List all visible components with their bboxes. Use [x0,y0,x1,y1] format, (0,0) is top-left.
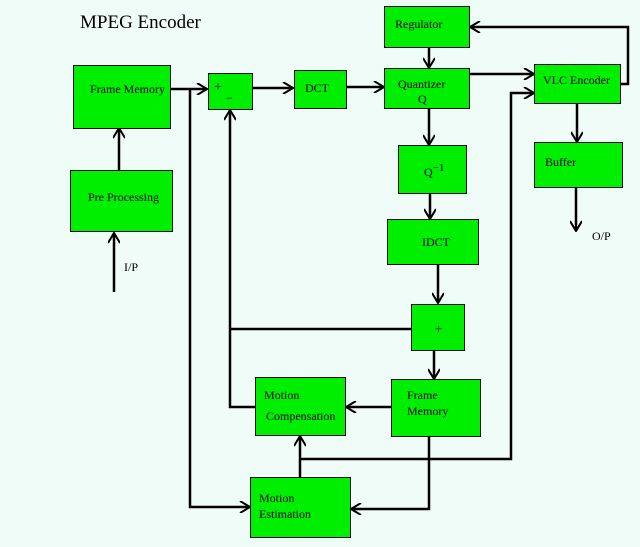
inverse-q-exponent: −1 [432,162,445,174]
dct-label: DCT [305,81,329,95]
vlc-encoder-label: VLC Encoder [543,73,610,87]
quantizer-block[interactable]: Quantizer Q [384,68,470,109]
inverse-quantizer-label: Q−1 [424,162,444,180]
motion-estimation-block[interactable]: Motion Estimation [250,477,351,538]
dct-block[interactable]: DCT [294,70,347,109]
buffer-label: Buffer [545,155,577,169]
buffer-block[interactable]: Buffer [534,142,623,188]
idct-block[interactable]: IDCT [387,219,479,265]
wire-motion-vectors-to-vlc [300,93,534,461]
motion-estimation-label-line1: Motion [259,491,295,505]
frame-memory-loop-label-line2: Memory [407,404,449,418]
idct-label: IDCT [422,235,450,249]
input-label: I/P [124,260,139,274]
quantizer-label-line1: Quantizer [398,77,446,91]
frame-memory-loop-block[interactable]: Frame Memory [391,379,481,437]
minus-sign: − [226,91,233,105]
frame-memory-input-label: Frame Memory [90,82,165,96]
output-label: O/P [592,229,611,243]
pre-processing-block[interactable]: Pre Processing [70,170,173,232]
plus-sign: + [214,80,222,95]
wire-vlc-to-regulator [470,27,630,86]
motion-estimation-label-line2: Estimation [259,507,311,521]
wire-frame-memory-to-motion-estimation [188,89,250,507]
adder-block[interactable]: + [411,304,465,351]
wire-frame-memory-to-motion-est [351,436,431,509]
motion-compensation-label-line2: Compensation [266,409,336,423]
quantizer-label-line2: Q [418,92,427,106]
motion-compensation-label-line1: Motion [264,388,300,402]
inverse-q-base: Q [424,165,433,179]
diagram-title: MPEG Encoder [80,12,201,33]
motion-compensation-block[interactable]: Motion Compensation [255,377,346,436]
frame-memory-input-block[interactable]: Frame Memory [73,65,171,129]
regulator-label: Regulator [395,17,443,31]
regulator-block[interactable]: Regulator [384,6,470,48]
vlc-encoder-block[interactable]: VLC Encoder [534,64,621,104]
inverse-quantizer-block[interactable]: Q−1 [398,145,467,194]
adder-label: + [435,321,443,336]
wire-motion-comp-to-subtractor [230,110,256,409]
subtractor-block[interactable]: + − [208,73,253,110]
frame-memory-loop-label-line1: Frame [407,388,438,402]
pre-processing-label: Pre Processing [88,190,159,204]
